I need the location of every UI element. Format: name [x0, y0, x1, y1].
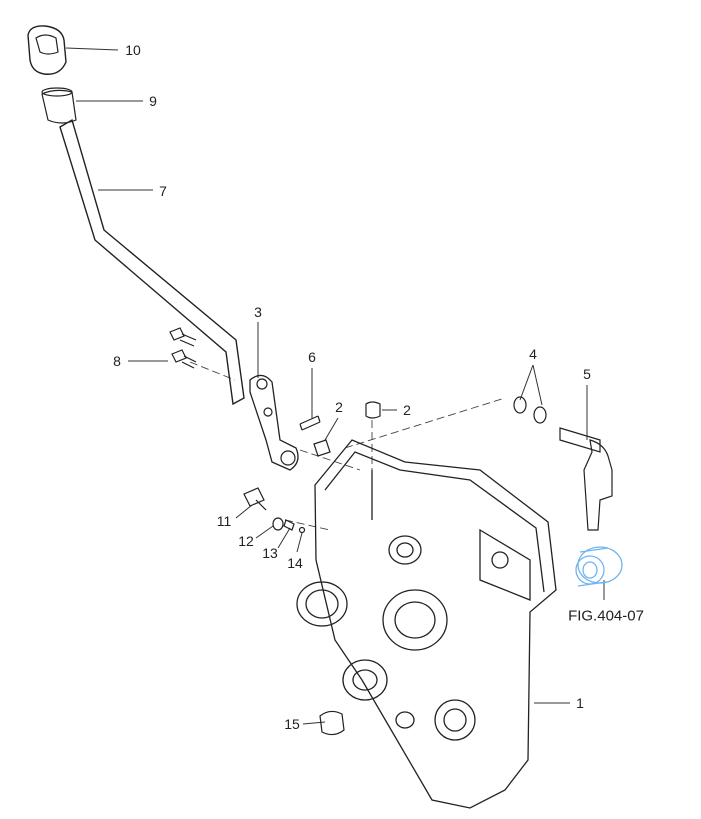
shift-fork-part-5	[559, 427, 613, 531]
callout-2b[interactable]: 2	[403, 402, 411, 418]
plug-part-15	[319, 710, 345, 736]
callout-13[interactable]: 13	[262, 545, 278, 561]
knob-part-10	[27, 25, 67, 75]
washer-part-12	[272, 517, 284, 531]
lever-part-7	[59, 118, 245, 406]
callout-1[interactable]: 1	[576, 695, 584, 711]
callout-14[interactable]: 14	[287, 555, 303, 571]
ball-part-14	[298, 526, 306, 534]
callout-2a[interactable]: 2	[335, 399, 343, 415]
gear-highlight[interactable]	[575, 546, 623, 587]
spring-part-13	[283, 519, 295, 531]
pin-part-6	[299, 415, 321, 431]
callout-9[interactable]: 9	[149, 93, 157, 109]
callout-7[interactable]: 7	[159, 183, 167, 199]
oring-part-4a	[513, 396, 527, 414]
callout-10[interactable]: 10	[125, 42, 141, 58]
bushing-part-2	[313, 439, 331, 457]
callout-5[interactable]: 5	[583, 366, 591, 382]
callout-8[interactable]: 8	[113, 353, 121, 369]
housing-part-1	[296, 439, 557, 809]
bushing-part-2-top	[365, 401, 381, 419]
leader-lines	[65, 47, 605, 725]
callout-3[interactable]: 3	[254, 304, 262, 320]
bolts-part-8	[169, 327, 197, 369]
arm-part-3	[249, 374, 299, 471]
callout-4[interactable]: 4	[529, 346, 537, 362]
bolt-part-11	[243, 487, 267, 511]
figure-reference-link[interactable]: FIG.404-07	[568, 607, 644, 625]
assembly-lines	[189, 361, 506, 531]
callout-11[interactable]: 11	[216, 513, 232, 529]
callout-12[interactable]: 12	[238, 533, 254, 549]
callout-6[interactable]: 6	[308, 349, 316, 365]
oring-part-4b	[533, 406, 547, 424]
sleeve-part-9	[41, 89, 77, 124]
callout-15[interactable]: 15	[284, 716, 300, 732]
